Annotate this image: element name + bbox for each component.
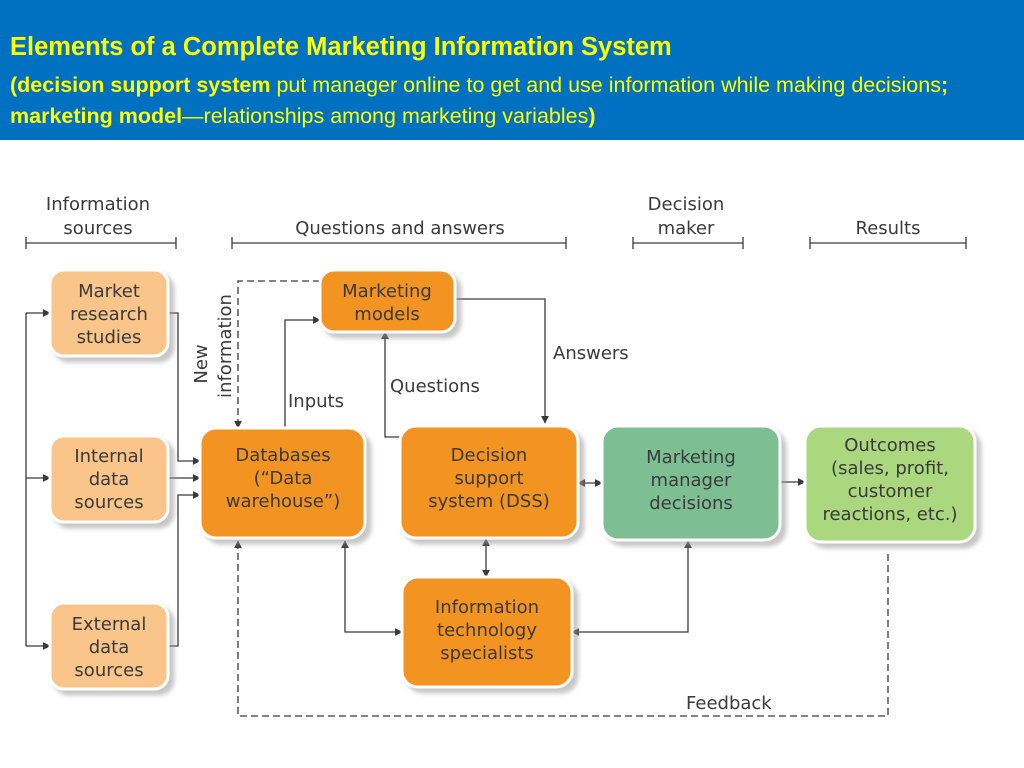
box-text-line: Marketing <box>646 447 736 468</box>
box-text-line: specialists <box>440 643 534 664</box>
box-text-line: warehouse”) <box>226 491 340 512</box>
header-questions-answers: Questions and answers <box>295 218 505 239</box>
box-text-line: Outcomes <box>844 435 936 456</box>
connector-new-information <box>234 280 320 429</box>
box-text-line: Databases <box>235 445 330 466</box>
header-decision-line2: maker <box>658 218 715 239</box>
box-marketing-models: Marketing models <box>318 268 457 334</box>
arrow-external-data-to-databases <box>168 491 201 647</box>
box-text-line: models <box>354 304 419 325</box>
box-text-line: (sales, profit, <box>831 458 949 479</box>
box-text-line: Information <box>435 597 539 618</box>
box-decision-support-system: Decision support system (DSS) <box>398 424 580 540</box>
label-questions: Questions <box>390 376 480 397</box>
label-answers: Answers <box>553 343 629 364</box>
box-external-data-sources: External data sources <box>48 601 170 691</box>
column-header-decision-maker: Decision maker <box>632 194 744 249</box>
label-new-information-line2: information <box>215 294 236 398</box>
slide-subtitle: (decision support system put manager onl… <box>10 70 1016 132</box>
column-header-information-sources: Information sources <box>25 194 177 249</box>
box-text-line: data <box>89 469 130 490</box>
connector-manager-it <box>571 540 692 636</box>
arrow-market-research-to-databases <box>168 312 201 465</box>
box-market-research-studies: Market research studies <box>48 268 170 358</box>
box-text-line: data <box>89 637 130 658</box>
slide-header: Elements of a Complete Marketing Informa… <box>0 0 1024 140</box>
box-text-line: research <box>70 304 148 325</box>
box-text-line: customer <box>848 481 933 502</box>
connectors <box>25 280 889 717</box>
label-new-information-line1: New <box>191 344 212 383</box>
label-feedback: Feedback <box>686 693 772 714</box>
subtitle-term-model: ; marketing model <box>10 73 949 128</box>
box-text-line: (“Data <box>254 468 313 489</box>
box-internal-data-sources: Internal data sources <box>48 434 170 524</box>
box-text-line: sources <box>74 492 143 513</box>
header-decision-line1: Decision <box>648 194 725 215</box>
box-text-line: studies <box>77 327 142 348</box>
box-text-line: sources <box>74 660 143 681</box>
box-text-line: decisions <box>649 493 733 514</box>
header-results: Results <box>856 218 921 239</box>
connector-questions <box>381 331 400 438</box>
box-text-line: Internal <box>74 446 143 467</box>
column-header-results: Results <box>809 218 967 249</box>
box-text-line: technology <box>437 620 537 641</box>
box-text-line: Market <box>78 281 140 302</box>
header-info-line2: sources <box>63 218 132 239</box>
subtitle-term-dss: decision support system <box>17 73 271 97</box>
box-databases: Databases (“Data warehouse”) <box>198 426 367 540</box>
box-outcomes: Outcomes (sales, profit, customer reacti… <box>803 424 977 544</box>
subtitle-open: ( <box>10 73 18 97</box>
connector-feedback <box>234 540 889 717</box>
label-new-information: New information <box>191 294 236 398</box>
connector-databases-it <box>341 540 403 636</box>
column-header-questions-answers: Questions and answers <box>231 218 567 249</box>
connector-inputs <box>284 316 321 428</box>
box-text-line: Decision <box>451 445 528 466</box>
header-info-line1: Information <box>46 194 150 215</box>
mis-diagram: Information sources Questions and answer… <box>25 194 977 717</box>
subtitle-model-definition: —relationships among marketing variables <box>182 104 589 128</box>
box-text-line: reactions, etc.) <box>822 504 957 525</box>
box-text-line: support <box>454 468 523 489</box>
connector-answers <box>455 298 549 424</box>
box-text-line: manager <box>651 470 733 491</box>
box-marketing-manager-decisions: Marketing manager decisions <box>600 424 782 542</box>
box-text-line: External <box>72 614 147 635</box>
subtitle-dss-definition: put manager online to get and use inform… <box>270 73 941 97</box>
subtitle-close: ) <box>588 104 596 128</box>
label-inputs: Inputs <box>288 391 344 412</box>
slide-title: Elements of a Complete Marketing Informa… <box>10 33 672 61</box>
box-it-specialists: Information technology specialists <box>400 575 574 689</box>
box-text-line: system (DSS) <box>428 491 550 512</box>
box-text-line: Marketing <box>342 281 432 302</box>
